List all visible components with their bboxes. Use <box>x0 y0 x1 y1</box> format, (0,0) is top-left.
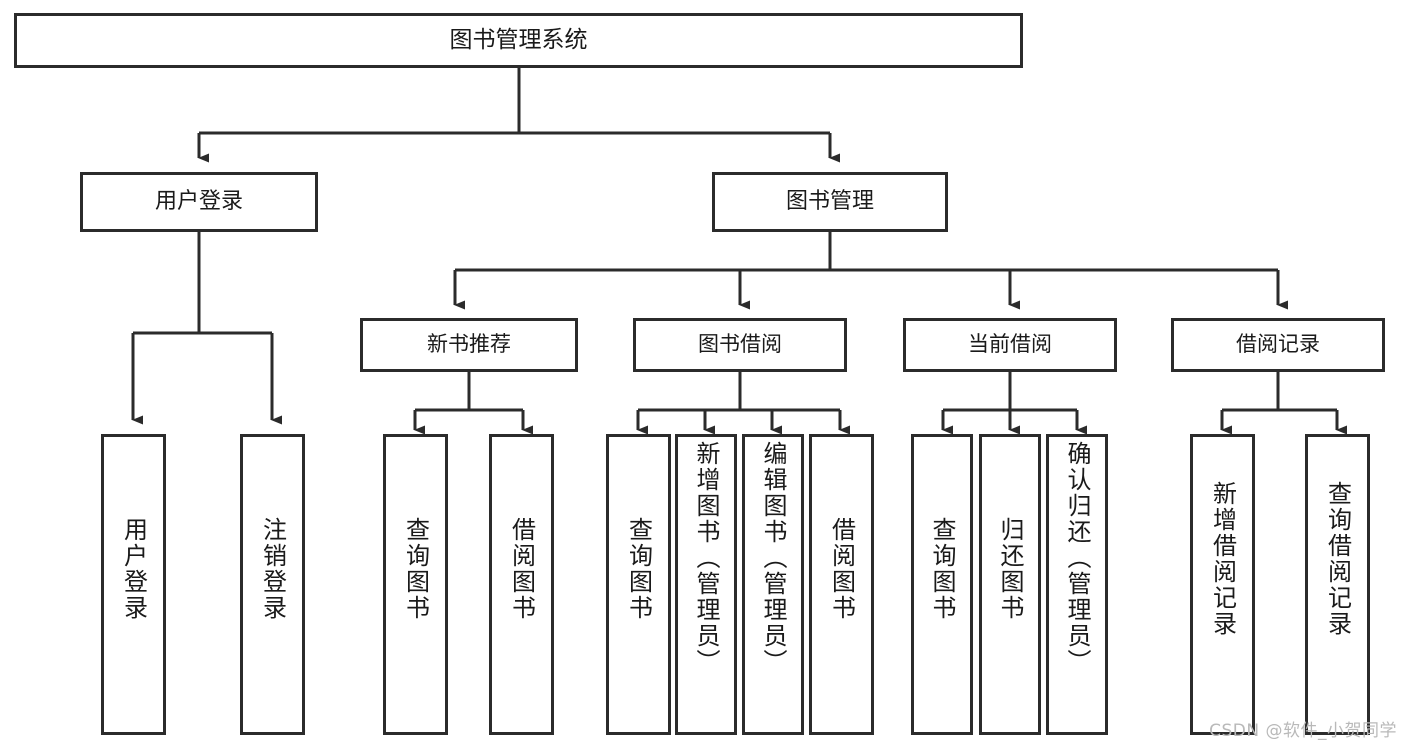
node-current-borrow[interactable]: 当前借阅 <box>903 318 1117 372</box>
leaf-borrow-edit-book-admin[interactable]: 编辑图书（管理员） <box>742 434 804 735</box>
leaf-current-confirm-return-admin[interactable]: 确认归还（管理员） <box>1046 434 1108 735</box>
leaf-records-query-record[interactable]: 查询借阅记录 <box>1305 434 1370 735</box>
node-label: 借阅图书 <box>507 517 536 621</box>
leaf-current-query-book[interactable]: 查询图书 <box>911 434 973 735</box>
node-label: 用户登录 <box>154 188 243 214</box>
leaf-records-add-record[interactable]: 新增借阅记录 <box>1190 434 1255 735</box>
leaf-borrow-add-book-admin[interactable]: 新增图书（管理员） <box>675 434 737 735</box>
node-label: 查询图书 <box>401 517 430 621</box>
node-label: 当前借阅 <box>968 332 1052 357</box>
node-user-login[interactable]: 用户登录 <box>80 172 318 232</box>
leaf-recommend-borrow-book[interactable]: 借阅图书 <box>489 434 554 735</box>
node-label: 新增图书（管理员） <box>692 441 720 675</box>
node-book-management[interactable]: 图书管理 <box>712 172 948 232</box>
node-label: 查询图书 <box>928 517 956 621</box>
leaf-recommend-query-book[interactable]: 查询图书 <box>383 434 448 735</box>
node-label: 查询图书 <box>624 517 653 621</box>
leaf-user-login-login[interactable]: 用户登录 <box>101 434 166 735</box>
node-label: 图书管理系统 <box>449 26 588 53</box>
node-label: 图书管理 <box>785 188 874 214</box>
node-new-book-recommend[interactable]: 新书推荐 <box>360 318 578 372</box>
node-label: 查询借阅记录 <box>1323 481 1352 637</box>
node-label: 编辑图书（管理员） <box>759 441 787 675</box>
leaf-borrow-borrow-book[interactable]: 借阅图书 <box>809 434 874 735</box>
node-label: 归还图书 <box>996 517 1024 621</box>
node-label: 确认归还（管理员） <box>1063 441 1091 675</box>
node-book-borrow[interactable]: 图书借阅 <box>633 318 847 372</box>
leaf-current-return-book[interactable]: 归还图书 <box>979 434 1041 735</box>
node-label: 借阅记录 <box>1236 332 1320 357</box>
node-label: 新增借阅记录 <box>1208 481 1237 637</box>
node-borrow-records[interactable]: 借阅记录 <box>1171 318 1385 372</box>
node-label: 注销登录 <box>258 517 287 621</box>
leaf-borrow-query-book[interactable]: 查询图书 <box>606 434 671 735</box>
node-label: 借阅图书 <box>827 517 856 621</box>
leaf-user-login-logout[interactable]: 注销登录 <box>240 434 305 735</box>
node-label: 新书推荐 <box>427 332 511 357</box>
node-label: 图书借阅 <box>698 332 782 357</box>
node-label: 用户登录 <box>119 517 148 621</box>
node-root-system[interactable]: 图书管理系统 <box>14 13 1023 68</box>
